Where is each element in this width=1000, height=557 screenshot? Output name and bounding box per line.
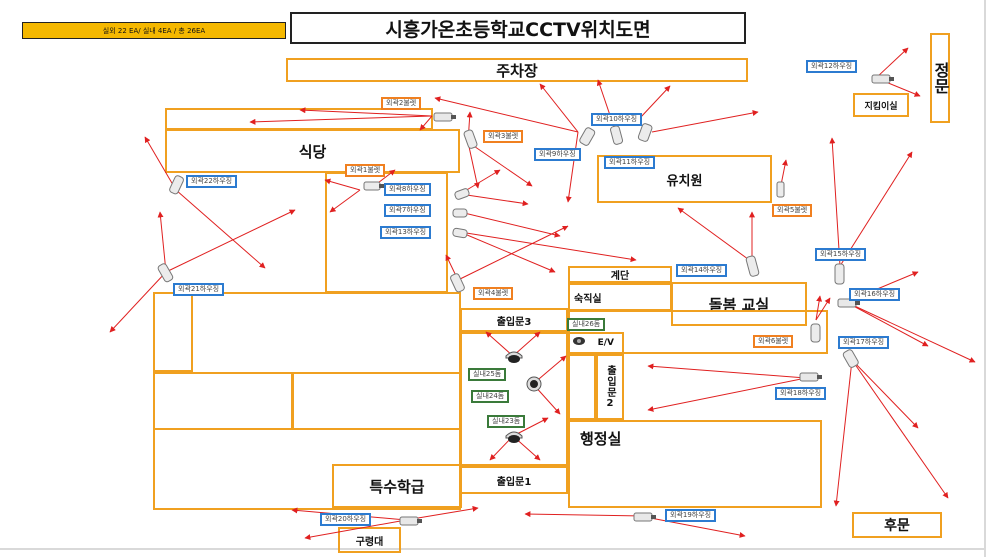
bullet-camera-icon xyxy=(463,129,478,149)
room-cafeteria-top xyxy=(165,108,433,130)
arrow-ext14-a xyxy=(677,207,753,263)
arrow-ext11 xyxy=(651,110,759,133)
bullet-camera-icon xyxy=(450,273,465,293)
housing-camera-icon xyxy=(633,512,656,522)
camera-label-ext9: 외곽9하우징 xyxy=(534,148,581,161)
arrow-ext17-c xyxy=(833,359,853,507)
camera-label-ext15: 외곽15하우징 xyxy=(815,248,867,261)
bullet-camera-icon xyxy=(776,181,785,198)
arrow-ext21-b xyxy=(165,209,296,273)
camera-label-ext22: 외곽22하우징 xyxy=(186,175,238,188)
housing-camera-icon xyxy=(433,112,456,122)
camera-label-ext2: 외곽2불렛 xyxy=(381,97,422,110)
housing-camera-icon xyxy=(454,188,470,200)
camera-label-ext7: 외곽7하우징 xyxy=(384,204,431,217)
room-block-c xyxy=(292,372,461,430)
arrow-ext10-d xyxy=(639,85,671,119)
dome-camera-icon xyxy=(505,351,523,363)
camera-label-in23: 실내23돔 xyxy=(487,415,526,428)
dome-camera-icon xyxy=(526,376,542,392)
camera-label-ext17: 외곽17하우징 xyxy=(838,336,890,349)
room-guard: 지킴이실 xyxy=(853,93,909,117)
camera-label-ext12: 외곽12하우징 xyxy=(806,60,858,73)
room-care-classroom: 돌봄 교실 xyxy=(671,282,807,326)
arrow-ext15-a xyxy=(829,137,841,267)
housing-camera-icon xyxy=(452,208,468,218)
camera-label-ext10: 외곽10하우징 xyxy=(591,113,643,126)
arrow-ext7 xyxy=(459,211,561,238)
arrow-ext17-b xyxy=(851,359,949,499)
housing-camera-icon xyxy=(610,125,624,145)
housing-camera-icon xyxy=(837,298,860,308)
housing-camera-icon xyxy=(452,227,468,239)
page-edge-right xyxy=(984,0,986,557)
page-title: 시흥가온초등학교CCTV위치도면 xyxy=(290,12,746,44)
camera-label-ext13: 외곽13하우징 xyxy=(380,226,432,239)
arrow-ext4-a xyxy=(457,225,569,281)
room-elevator: E/V xyxy=(568,332,624,354)
camera-label-in26: 실내26돔 xyxy=(567,318,606,331)
camera-label-ext18: 외곽18하우징 xyxy=(775,387,827,400)
room-main-gate: 정문 xyxy=(930,33,950,123)
arrow-ext13-b xyxy=(459,231,556,273)
housing-camera-icon xyxy=(169,175,184,195)
camera-label-ext20: 외곽20하우징 xyxy=(320,513,372,526)
arrow-ext18-a xyxy=(647,363,807,379)
room-parking: 주차장 xyxy=(286,58,748,82)
housing-camera-icon xyxy=(745,255,760,277)
camera-label-ext8: 외곽8하우징 xyxy=(384,183,431,196)
housing-camera-icon xyxy=(799,372,822,382)
housing-camera-icon xyxy=(579,127,596,146)
camera-label-in24: 실내24돔 xyxy=(471,390,510,403)
arrow-ext9 xyxy=(565,131,579,203)
room-admin-office: 행정실 xyxy=(568,420,822,508)
room-corridor xyxy=(568,354,596,420)
dome-camera-icon xyxy=(505,431,523,443)
camera-label-in25: 실내25돔 xyxy=(468,368,507,381)
housing-camera-icon xyxy=(157,263,174,283)
camera-label-ext21: 외곽21하우징 xyxy=(173,283,225,296)
camera-label-ext5: 외곽5불렛 xyxy=(772,204,813,217)
camera-count-summary: 실외 22 EA/ 실내 4EA / 총 26EA xyxy=(22,22,286,39)
room-special-class: 특수학급 xyxy=(332,464,462,508)
bullet-camera-icon xyxy=(810,323,821,343)
arrow-ext19-a xyxy=(524,511,641,518)
room-kindergarten: 유치원 xyxy=(597,155,772,203)
room-block-b xyxy=(153,372,293,430)
housing-camera-icon xyxy=(871,74,894,84)
room-podium: 구령대 xyxy=(338,527,401,553)
housing-camera-icon xyxy=(842,349,859,368)
room-stairs: 계단 xyxy=(568,266,672,283)
room-duty: 숙직실 xyxy=(568,283,672,311)
arrow-ext13-a xyxy=(459,231,637,263)
camera-label-ext1: 외곽1불렛 xyxy=(345,164,386,177)
room-block-a xyxy=(153,292,193,372)
arrow-ext22-b xyxy=(175,189,266,269)
camera-label-ext4: 외곽4불렛 xyxy=(473,287,514,300)
camera-label-ext14: 외곽14하우징 xyxy=(676,264,728,277)
camera-label-ext19: 외곽19하우징 xyxy=(665,509,717,522)
housing-camera-icon xyxy=(399,516,422,526)
camera-label-ext3: 외곽3불렛 xyxy=(483,130,524,143)
room-entrance-2: 출입문2 xyxy=(596,354,624,420)
arrow-ext16-a xyxy=(845,301,976,363)
camera-label-ext16: 외곽16하우징 xyxy=(849,288,901,301)
camera-label-ext6: 외곽6불렛 xyxy=(753,335,794,348)
room-cafeteria: 식당 xyxy=(165,129,460,173)
room-back-gate: 후문 xyxy=(852,512,942,538)
camera-label-ext11: 외곽11하우징 xyxy=(604,156,656,169)
housing-camera-icon xyxy=(834,263,845,285)
room-entrance-3: 출입문3 xyxy=(460,308,568,332)
arrow-ext10-b xyxy=(539,83,579,133)
page-edge-bottom xyxy=(0,548,986,550)
room-entrance-1: 출입문1 xyxy=(460,466,568,494)
bullet-camera-icon xyxy=(363,181,384,191)
dome-camera-icon xyxy=(573,337,585,345)
housing-camera-icon xyxy=(637,123,653,142)
arrow-ext17-a xyxy=(851,359,919,429)
